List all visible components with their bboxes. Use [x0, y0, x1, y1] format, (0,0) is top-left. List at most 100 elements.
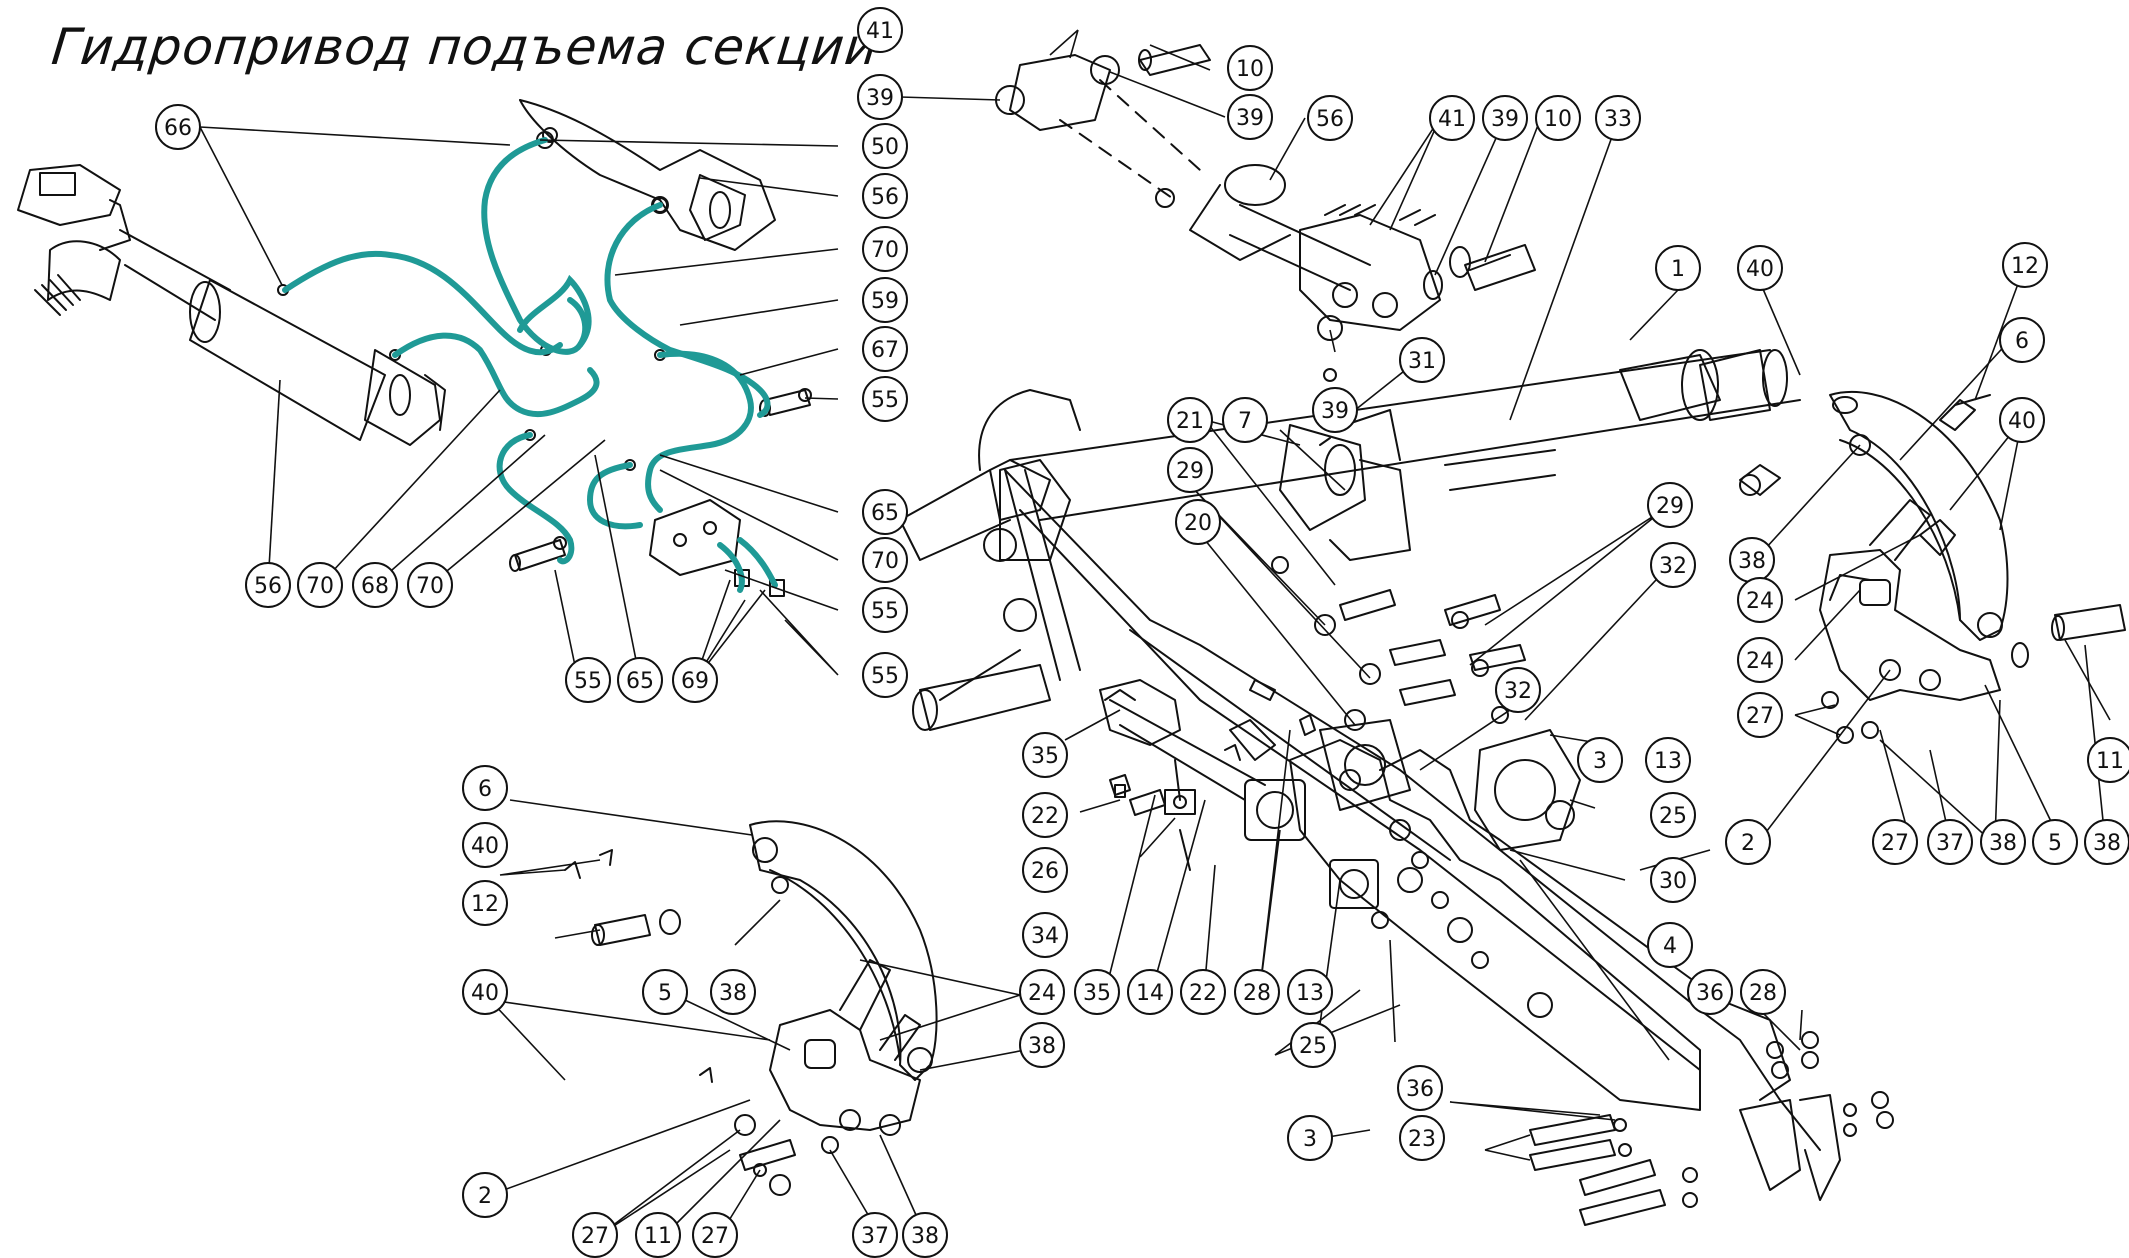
callout-number: 70 [416, 574, 444, 599]
callout-number: 6 [2015, 329, 2029, 354]
callout-number: 29 [1656, 494, 1684, 519]
callout-56: 56 [862, 173, 908, 219]
callout-4: 4 [1647, 922, 1693, 968]
callout-circle [1645, 737, 1691, 783]
callout-number: 50 [871, 135, 899, 160]
callout-circle [857, 74, 903, 120]
callout-number: 55 [871, 664, 899, 689]
callout-number: 37 [861, 1224, 889, 1249]
callout-circle [352, 562, 398, 608]
callout-14: 14 [1127, 969, 1173, 1015]
callout-number: 39 [1491, 107, 1519, 132]
callout-circle [1429, 95, 1475, 141]
callout-number: 56 [254, 574, 282, 599]
callout-number: 67 [871, 338, 899, 363]
callout-circle [462, 822, 508, 868]
callout-5: 5 [2032, 819, 2078, 865]
callout-number: 12 [2011, 254, 2039, 279]
callout-number: 3 [1593, 749, 1607, 774]
bolts-group [1271, 368, 1526, 731]
callout-number: 25 [1659, 804, 1687, 829]
callout-28: 28 [1234, 969, 1280, 1015]
callout-circle [2087, 737, 2129, 783]
callout-number: 38 [1738, 549, 1766, 574]
callout-circle [1234, 969, 1280, 1015]
callout-28: 28 [1740, 969, 1786, 1015]
callout-number: 70 [871, 549, 899, 574]
callout-59: 59 [862, 277, 908, 323]
callout-circle [1019, 969, 1065, 1015]
callout-circle [862, 489, 908, 535]
callout-number: 11 [644, 1224, 672, 1249]
callout-22: 22 [1180, 969, 1226, 1015]
callout-circle [1737, 577, 1783, 623]
callout-36: 36 [1397, 1065, 1443, 1111]
callout-69: 69 [672, 657, 718, 703]
callout-number: 24 [1746, 649, 1774, 674]
callout-27: 27 [692, 1212, 738, 1258]
callout-number: 37 [1936, 831, 1964, 856]
left-arm-assembly [564, 820, 938, 1196]
callout-circle [462, 880, 508, 926]
callout-11: 11 [635, 1212, 681, 1258]
callout-circle [462, 1172, 508, 1218]
callout-38: 38 [1729, 537, 1775, 583]
callout-number: 33 [1604, 107, 1632, 132]
callout-number: 36 [1696, 981, 1724, 1006]
callout-circle [1167, 397, 1213, 443]
callout-39: 39 [1227, 94, 1273, 140]
callout-circle [1650, 857, 1696, 903]
callout-6: 6 [1999, 317, 2045, 363]
callout-circle [617, 657, 663, 703]
callout-3: 3 [1287, 1115, 1333, 1161]
callout-circle [1740, 969, 1786, 1015]
callout-circle [852, 1212, 898, 1258]
callout-number: 40 [471, 834, 499, 859]
callout-circle [2032, 819, 2078, 865]
callout-circle [462, 765, 508, 811]
callout-circle [1312, 387, 1358, 433]
callout-circle [1022, 847, 1068, 893]
callout-number: 59 [871, 289, 899, 314]
callout-number: 10 [1544, 107, 1572, 132]
callout-10: 10 [1227, 45, 1273, 91]
callout-circle [1737, 692, 1783, 738]
callout-number: 27 [701, 1224, 729, 1249]
callout-65: 65 [617, 657, 663, 703]
callout-26: 26 [1022, 847, 1068, 893]
callout-39: 39 [1312, 387, 1358, 433]
callout-circle [862, 587, 908, 633]
callout-number: 22 [1031, 804, 1059, 829]
callout-circle [862, 277, 908, 323]
callout-number: 38 [911, 1224, 939, 1249]
callout-number: 34 [1031, 924, 1059, 949]
callout-65: 65 [862, 489, 908, 535]
callout-number: 29 [1176, 459, 1204, 484]
callout-number: 5 [2048, 831, 2062, 856]
callout-number: 26 [1031, 859, 1059, 884]
callout-circle [2002, 242, 2048, 288]
right-arm-assembly [1739, 390, 2126, 744]
callout-38: 38 [1019, 1022, 1065, 1068]
callout-number: 40 [2008, 409, 2036, 434]
callout-7: 7 [1222, 397, 1268, 443]
callout-number: 3 [1303, 1127, 1317, 1152]
callout-circle [1650, 542, 1696, 588]
callout-5: 5 [642, 969, 688, 1015]
callout-12: 12 [2002, 242, 2048, 288]
callout-29: 29 [1167, 447, 1213, 493]
callout-27: 27 [572, 1212, 618, 1258]
callout-circle [155, 104, 201, 150]
callout-number: 27 [1881, 831, 1909, 856]
callout-24: 24 [1019, 969, 1065, 1015]
callout-40: 40 [462, 969, 508, 1015]
callout-circle [862, 326, 908, 372]
callout-circle [1535, 95, 1581, 141]
callout-circle [1595, 95, 1641, 141]
callout-32: 32 [1650, 542, 1696, 588]
callout-number: 22 [1189, 981, 1217, 1006]
callout-40: 40 [1737, 245, 1783, 291]
callout-30: 30 [1650, 857, 1696, 903]
lower-frame-plates [1099, 679, 1841, 1201]
callout-number: 1 [1671, 257, 1685, 282]
